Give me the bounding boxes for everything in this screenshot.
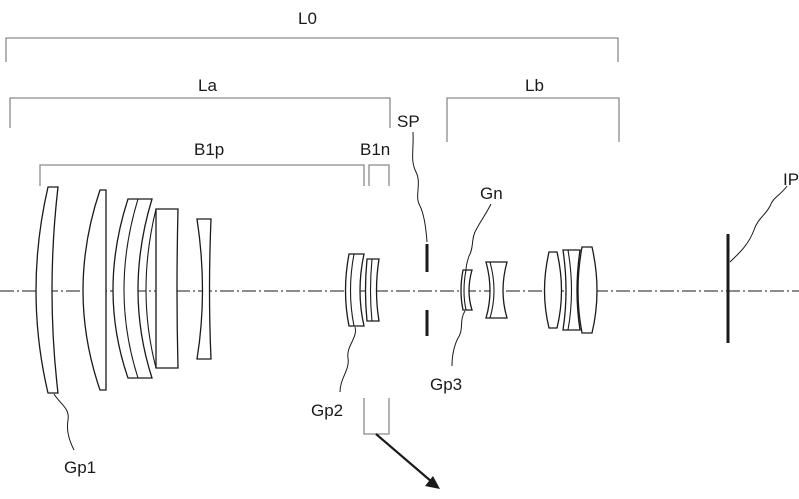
bracket-b1n: B1n	[360, 140, 390, 186]
lens-element-3	[112, 198, 153, 379]
lens-element-10	[543, 251, 563, 329]
lens-group-gp2	[344, 253, 380, 327]
label-sp: SP	[397, 112, 420, 131]
label-b1n: B1n	[360, 140, 390, 159]
lens-element-8	[460, 269, 473, 311]
leader-gp3	[451, 310, 466, 367]
leader-gn	[465, 203, 492, 271]
leader-sp	[412, 131, 428, 243]
lens-element-7-inner	[369, 258, 373, 322]
label-gp3: Gp3	[430, 375, 462, 394]
label-gn: Gn	[480, 184, 503, 203]
leader-ip	[729, 185, 788, 263]
bracket-lb: Lb	[446, 76, 620, 142]
lens-element-6-inner	[349, 253, 355, 327]
leader-gp1	[53, 393, 75, 451]
label-b1p: B1p	[194, 140, 224, 159]
label-ip: IP	[783, 170, 799, 189]
lens-element-11-inner	[567, 249, 573, 331]
lens-group-gn	[485, 261, 508, 319]
lens-element-8-inner	[463, 269, 467, 311]
focus-movement-bracket	[363, 398, 390, 435]
bracket-l0: L0	[5, 9, 619, 62]
lens-element-2	[82, 189, 107, 391]
lens-element-7	[364, 258, 380, 322]
label-gp1: Gp1	[64, 458, 96, 477]
lens-element-1	[35, 186, 59, 394]
lens-element-3-inner	[123, 198, 139, 379]
label-l0: L0	[298, 9, 317, 28]
label-gp2: Gp2	[311, 401, 343, 420]
lens-element-12	[577, 246, 598, 334]
movement-arrow	[375, 433, 440, 489]
lens-element-5	[196, 218, 212, 360]
bracket-b1p: B1p	[39, 140, 365, 186]
lens-element-4-inner	[145, 208, 157, 369]
lens-element-6	[344, 253, 365, 327]
label-lb: Lb	[525, 76, 544, 95]
leader-gp2	[339, 326, 356, 393]
lens-element-9	[485, 261, 508, 319]
lens-element-9-inner	[489, 261, 495, 319]
label-la: La	[198, 76, 217, 95]
lens-group-rear	[543, 246, 598, 334]
bracket-la: La	[9, 76, 391, 128]
lens-group-gp3	[460, 269, 473, 311]
lens-group-gp1	[35, 186, 212, 394]
lens-element-4	[155, 208, 179, 369]
